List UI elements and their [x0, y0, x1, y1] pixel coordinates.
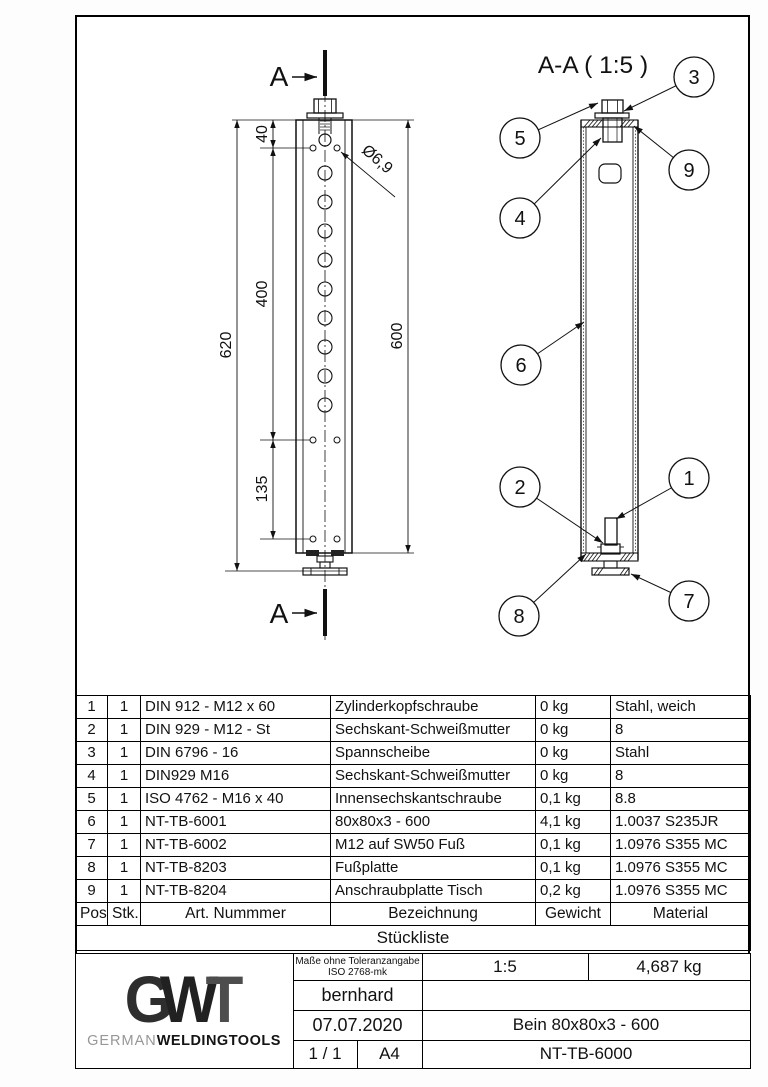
balloon-4: 4: [499, 197, 541, 239]
company-logo: GWT GERMANWELDINGTOOLS: [74, 952, 294, 1069]
header-pos: Pos: [75, 902, 108, 926]
adjustable-foot: [591, 560, 630, 576]
svg-text:1: 1: [683, 468, 694, 490]
header-material: Material: [610, 902, 751, 926]
left-view: A A: [218, 50, 414, 640]
svg-text:8: 8: [513, 606, 524, 628]
balloon-7: 7: [668, 580, 710, 622]
left-view-foot: [302, 550, 348, 576]
balloon-8: 8: [498, 595, 540, 637]
section-view: A-A ( 1:5 ): [498, 52, 715, 637]
part-title: Bein 80x80x3 - 600: [421, 1009, 751, 1041]
title-block: GWT GERMANWELDINGTOOLS Maße ohne Toleran…: [74, 952, 751, 1069]
header-description: Bezeichnung: [330, 902, 536, 926]
extension-lines: [225, 119, 414, 572]
header-qty: Stk.: [107, 902, 141, 926]
balloon-leaders: [518, 76, 695, 617]
svg-text:9: 9: [683, 160, 694, 182]
hole-pattern: [309, 144, 341, 543]
svg-text:5: 5: [514, 128, 525, 150]
dim-40: 40: [254, 125, 271, 143]
svg-text:3: 3: [688, 67, 699, 89]
svg-text:4: 4: [514, 208, 525, 230]
svg-text:2: 2: [514, 477, 525, 499]
balloon-3: 3: [673, 56, 715, 98]
balloon-2: 2: [499, 466, 541, 508]
logo-acronym: GWT: [124, 963, 244, 1038]
dim-600: 600: [389, 323, 406, 350]
hole-section: [598, 163, 622, 184]
sheet-number: 1 / 1: [292, 1039, 358, 1069]
balloon-9: 9: [668, 149, 710, 191]
dimension-lines: [234, 120, 411, 571]
dim-620: 620: [218, 332, 235, 359]
top-bolt: [306, 98, 344, 147]
dim-hole-diameter: Ø6,9: [358, 142, 395, 178]
dim-400: 400: [254, 281, 271, 308]
tube-outline: [295, 119, 353, 554]
balloon-6: 6: [500, 344, 542, 386]
table-caption-row: Stückliste: [75, 925, 751, 951]
tolerance-note: Maße ohne Toleranzangabe ISO 2768-mk: [292, 952, 423, 981]
drawing-date: 07.07.2020: [292, 1009, 423, 1041]
table-header-row: Pos Stk. Art. Nummmer Bezeichnung Gewich…: [75, 902, 751, 926]
section-letter-top: A: [270, 61, 289, 92]
top-plate: [580, 119, 639, 128]
total-weight: 4,687 kg: [587, 952, 751, 981]
svg-text:6: 6: [515, 355, 526, 377]
scale-value: 1:5: [421, 952, 589, 981]
section-letter-bottom: A: [270, 598, 289, 629]
empty-cell: [421, 979, 751, 1011]
section-top-bolt: [594, 99, 630, 143]
balloon-5: 5: [499, 117, 541, 159]
drawing-number: NT-TB-6000: [421, 1039, 751, 1069]
svg-text:7: 7: [683, 591, 694, 613]
section-bottom-bolt: [597, 517, 624, 555]
header-art-number: Art. Nummmer: [140, 902, 331, 926]
paper-format: A4: [356, 1039, 423, 1069]
dim-135: 135: [254, 476, 271, 503]
header-weight: Gewicht: [535, 902, 611, 926]
section-view-title: A-A ( 1:5 ): [538, 52, 648, 79]
logo-brand-text: GERMANWELDINGTOOLS: [87, 1033, 281, 1049]
balloons: 1 2 3 4 5 6 7 8 9: [498, 56, 715, 637]
technical-drawing: A A: [218, 50, 715, 640]
balloon-1: 1: [668, 457, 710, 499]
parts-list-caption: Stückliste: [75, 925, 751, 951]
author-name: bernhard: [292, 979, 423, 1011]
